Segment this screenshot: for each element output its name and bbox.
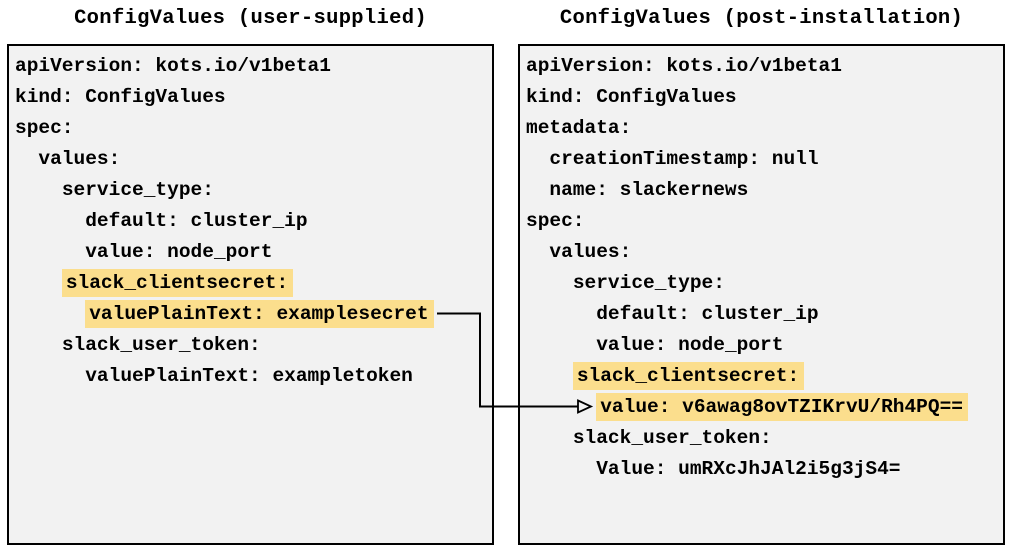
code-text: apiVersion: kots.io/v1beta1 bbox=[526, 55, 842, 77]
code-indent bbox=[526, 148, 549, 170]
code-line: value: v6awag8ovTZIKrvU/Rh4PQ== bbox=[526, 392, 999, 423]
code-indent bbox=[526, 365, 573, 387]
code-text: spec: bbox=[526, 210, 585, 232]
code-line: values: bbox=[15, 144, 488, 175]
code-line: spec: bbox=[526, 206, 999, 237]
code-line: kind: ConfigValues bbox=[15, 82, 488, 113]
code-indent bbox=[15, 179, 62, 201]
code-line: name: slackernews bbox=[526, 175, 999, 206]
code-indent bbox=[526, 427, 573, 449]
code-line: slack_user_token: bbox=[15, 330, 488, 361]
code-text: values: bbox=[549, 241, 632, 263]
code-text: default: cluster_ip bbox=[596, 303, 819, 325]
code-line: default: cluster_ip bbox=[526, 299, 999, 330]
code-line: default: cluster_ip bbox=[15, 206, 488, 237]
code-text: service_type: bbox=[572, 272, 725, 294]
left-panel-title: ConfigValues (user-supplied) bbox=[74, 7, 427, 30]
code-indent bbox=[526, 396, 596, 418]
code-indent bbox=[15, 210, 85, 232]
code-indent bbox=[15, 365, 85, 387]
code-line: apiVersion: kots.io/v1beta1 bbox=[15, 51, 488, 82]
code-text: Value: umRXcJhJAl2i5g3jS4= bbox=[596, 458, 901, 480]
code-indent bbox=[526, 272, 573, 294]
highlighted-code-text: slack_clientsecret: bbox=[61, 269, 294, 297]
code-text: metadata: bbox=[526, 117, 632, 139]
code-line: valuePlainText: exampletoken bbox=[15, 361, 488, 392]
code-line: slack_user_token: bbox=[526, 423, 999, 454]
code-text: service_type: bbox=[61, 179, 214, 201]
code-line: kind: ConfigValues bbox=[526, 82, 999, 113]
code-indent bbox=[526, 303, 596, 325]
code-line: spec: bbox=[15, 113, 488, 144]
post-installation-config-panel: apiVersion: kots.io/v1beta1 kind: ConfigV… bbox=[518, 44, 1005, 545]
code-line: service_type: bbox=[15, 175, 488, 206]
code-indent bbox=[526, 334, 596, 356]
user-supplied-config-panel: apiVersion: kots.io/v1beta1 kind: ConfigV… bbox=[7, 44, 494, 545]
code-text: value: node_port bbox=[85, 241, 273, 263]
highlighted-code-text: slack_clientsecret: bbox=[572, 362, 805, 390]
code-text: slack_user_token: bbox=[572, 427, 772, 449]
code-line: value: node_port bbox=[15, 237, 488, 268]
code-text: kind: ConfigValues bbox=[15, 86, 226, 108]
code-line: metadata: bbox=[526, 113, 999, 144]
code-line: valuePlainText: examplesecret bbox=[15, 299, 488, 330]
code-indent bbox=[15, 148, 38, 170]
code-text: apiVersion: kots.io/v1beta1 bbox=[15, 55, 331, 77]
code-text: kind: ConfigValues bbox=[526, 86, 737, 108]
code-line: value: node_port bbox=[526, 330, 999, 361]
code-text: name: slackernews bbox=[549, 179, 749, 201]
code-indent bbox=[526, 458, 596, 480]
code-text: valuePlainText: exampletoken bbox=[85, 365, 413, 387]
code-text: value: node_port bbox=[596, 334, 784, 356]
code-indent bbox=[526, 179, 549, 201]
code-indent bbox=[15, 241, 85, 263]
code-indent bbox=[15, 272, 62, 294]
code-text: spec: bbox=[15, 117, 74, 139]
code-indent bbox=[526, 241, 549, 263]
code-line: apiVersion: kots.io/v1beta1 bbox=[526, 51, 999, 82]
code-line: Value: umRXcJhJAl2i5g3jS4= bbox=[526, 454, 999, 485]
right-panel-title: ConfigValues (post-installation) bbox=[559, 7, 964, 30]
code-text: slack_user_token: bbox=[61, 334, 261, 356]
highlighted-code-text: value: v6awag8ovTZIKrvU/Rh4PQ== bbox=[596, 393, 968, 421]
code-line: slack_clientsecret: bbox=[15, 268, 488, 299]
code-text: values: bbox=[38, 148, 121, 170]
code-line: slack_clientsecret: bbox=[526, 361, 999, 392]
code-indent bbox=[15, 303, 85, 325]
code-line: service_type: bbox=[526, 268, 999, 299]
code-indent bbox=[15, 334, 62, 356]
code-line: creationTimestamp: null bbox=[526, 144, 999, 175]
code-line: values: bbox=[526, 237, 999, 268]
code-text: creationTimestamp: null bbox=[549, 148, 819, 170]
code-text: default: cluster_ip bbox=[85, 210, 308, 232]
highlighted-code-text: valuePlainText: examplesecret bbox=[85, 300, 434, 328]
